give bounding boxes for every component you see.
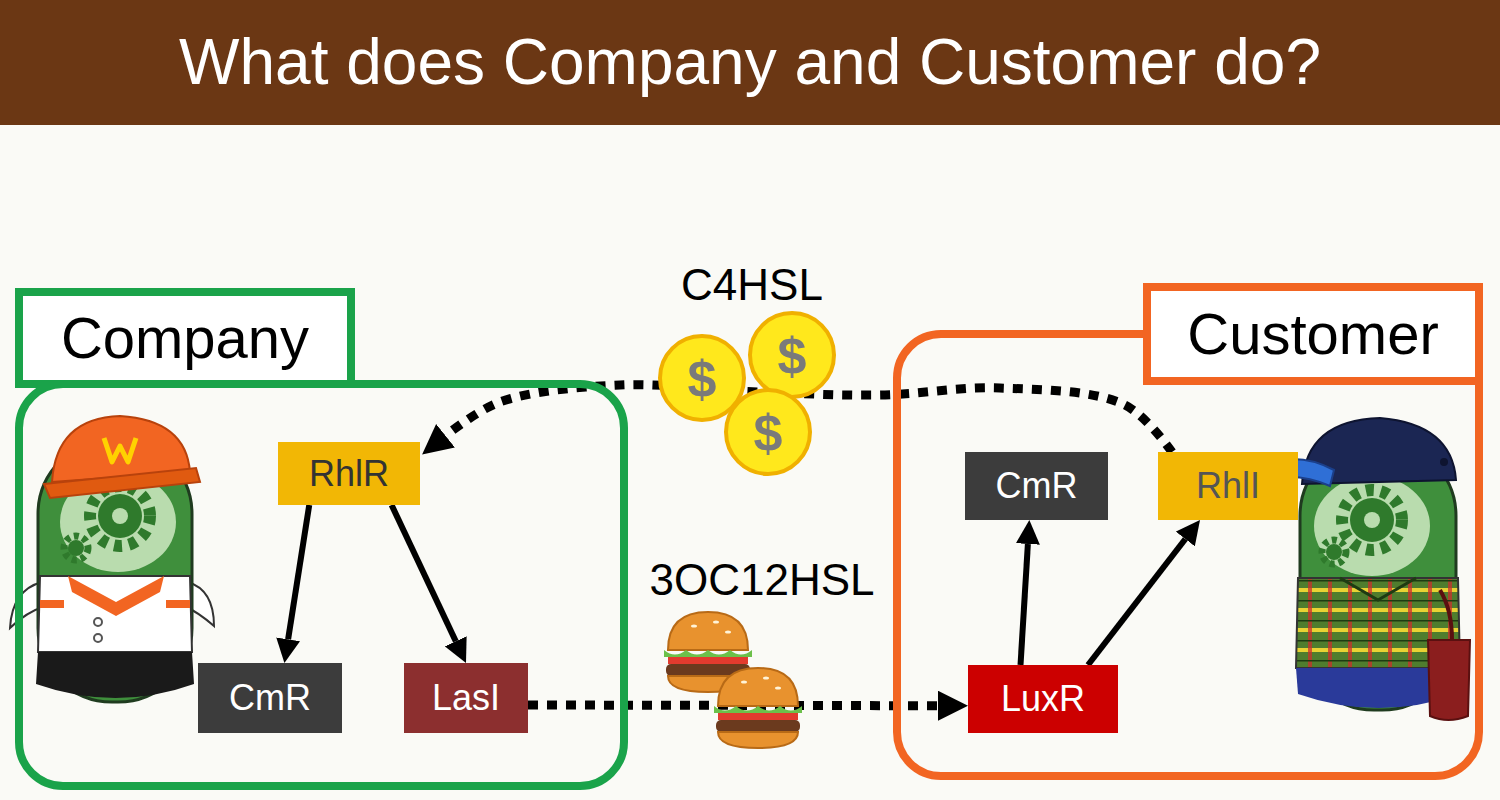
customer-figure (1340, 578, 1416, 600)
worker-figure (40, 600, 64, 608)
group-heading-box: Company (15, 288, 355, 388)
burger-picture (664, 650, 752, 657)
worker-figure (44, 468, 200, 498)
molecule-name: C4HSL (681, 261, 823, 309)
coin-pile (750, 313, 834, 397)
burger-picture (775, 686, 781, 689)
customer-figure (1350, 498, 1394, 542)
group-heading-box: Customer (1143, 283, 1483, 385)
burger-picture (714, 668, 802, 748)
customer-figure (1326, 544, 1342, 560)
burger-picture (741, 680, 747, 683)
gene-box: RhlI (1158, 452, 1298, 520)
burger-picture (668, 657, 748, 664)
coin-symbol: $ (754, 405, 783, 462)
coin-pile (726, 390, 810, 474)
worker-figure (38, 576, 192, 652)
worker-figure (112, 508, 128, 524)
gene-name: CmR (996, 465, 1078, 506)
customer-figure (1440, 590, 1452, 640)
burger-picture (716, 720, 800, 732)
group-panel: CompanyRhlR CmR LasI (15, 288, 628, 790)
customer-figure (1428, 640, 1470, 720)
burger-picture (668, 612, 748, 650)
burger-picture (713, 620, 719, 623)
worker-figure (166, 600, 190, 608)
worker-figure (68, 576, 164, 616)
burger-picture (714, 706, 802, 713)
coin-symbol: $ (778, 328, 807, 385)
coin-pile (660, 336, 744, 420)
regulation-arrow (1088, 539, 1185, 665)
worker-figure (10, 416, 214, 702)
gene-box: LasI (404, 663, 528, 733)
regulation-arrow (392, 505, 456, 641)
gene-box: LuxR (968, 665, 1118, 733)
regulation-arrow (1021, 544, 1028, 665)
gene-box: CmR (965, 452, 1108, 520)
title-bar: What does Company and Customer do? (0, 0, 1500, 125)
burger-picture (763, 676, 769, 679)
burger-picture (718, 668, 798, 706)
worker-figure (104, 438, 136, 462)
customer-figure (1364, 512, 1380, 528)
regulation-arrow (288, 505, 309, 639)
customer-figure (1322, 540, 1346, 564)
group-heading: Customer (1187, 301, 1438, 368)
burger-picture (691, 624, 697, 627)
worker-figure (68, 540, 84, 556)
gene-name: RhlR (309, 453, 389, 494)
worker-figure (64, 536, 88, 560)
gene-box: CmR (198, 663, 342, 733)
worker-figure (98, 494, 142, 538)
burger-picture (725, 630, 731, 633)
coin-symbol: $ (688, 351, 717, 408)
customer-figure (1440, 458, 1448, 466)
gene-name: RhlI (1196, 465, 1260, 506)
gene-name: LasI (432, 677, 500, 718)
gene-box: RhlR (278, 442, 420, 505)
customer-figure (1342, 490, 1402, 550)
coin-pile (660, 313, 834, 474)
worker-figure (36, 652, 194, 698)
group-heading: Company (61, 305, 309, 372)
gene-name: LuxR (1001, 678, 1085, 719)
worker-figure (94, 618, 102, 626)
worker-figure (90, 486, 150, 546)
molecule-name: 3OC12HSL (649, 556, 874, 604)
burger-picture (718, 713, 798, 720)
gene-name: CmR (229, 677, 311, 718)
worker-figure (94, 634, 102, 642)
burger-picture (718, 732, 798, 748)
customer-figure (1314, 476, 1430, 576)
title-text: What does Company and Customer do? (179, 27, 1321, 97)
group-panel: CustomerCmR RhlI LuxR (893, 283, 1483, 780)
